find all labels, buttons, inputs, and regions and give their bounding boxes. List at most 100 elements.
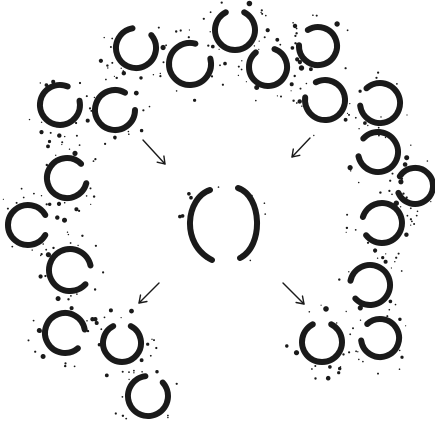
speck-dot (378, 127, 380, 129)
speck-dot (264, 202, 266, 204)
speck-dot (349, 103, 350, 104)
speck-dot (294, 75, 296, 77)
speck-dot (86, 95, 88, 97)
speck-dot (33, 320, 35, 322)
speck-dot (246, 81, 247, 82)
speck-dot (176, 383, 178, 385)
central-split-ring (190, 188, 257, 260)
speck-dot (377, 258, 378, 259)
speck-dot (40, 82, 41, 83)
speck-dot (275, 38, 279, 42)
c-ring (45, 313, 85, 353)
speck-dot (100, 328, 102, 330)
speck-dot (23, 197, 25, 199)
speck-dot (139, 76, 142, 79)
speck-dot (377, 373, 379, 375)
speck-dot (125, 418, 127, 420)
speck-dot (345, 67, 347, 69)
speck-dot (99, 59, 103, 63)
speck-dot (79, 144, 81, 146)
speck-dot (128, 131, 130, 133)
speck-dot (313, 135, 314, 136)
c-ring (49, 249, 91, 291)
speck-dot (128, 371, 130, 373)
speck-dot (346, 214, 348, 216)
speck-dot (355, 350, 357, 352)
speck-dot (293, 24, 297, 28)
center-arc-right (238, 188, 257, 258)
speck-dot (210, 31, 211, 32)
speck-dot (86, 320, 88, 322)
speck-dot (28, 339, 30, 341)
speck-dot (411, 221, 413, 223)
speck-dot (396, 83, 398, 85)
speck-dot (41, 354, 46, 359)
speck-dot (349, 333, 351, 335)
speck-dot (312, 14, 314, 16)
speck-dot (41, 122, 42, 123)
speck-dot (39, 130, 43, 134)
speck-dot (392, 173, 394, 175)
speck-dot (279, 44, 281, 46)
arrow (143, 140, 165, 164)
speck-dot (116, 77, 118, 79)
speck-dot (61, 144, 62, 145)
speck-dot (398, 179, 403, 184)
speck-dot (355, 117, 357, 119)
c-ring (305, 80, 345, 120)
speck-dot (247, 1, 253, 7)
speck-dot (350, 170, 351, 171)
speck-dot (149, 106, 151, 108)
speck-dot (113, 136, 117, 140)
speck-dot (348, 271, 349, 272)
speck-dot (410, 207, 412, 209)
speck-dot (321, 305, 322, 306)
speck-dot (285, 344, 288, 347)
speck-dot (386, 315, 388, 317)
speck-dot (402, 357, 404, 359)
speck-dot (314, 365, 316, 367)
speck-dot (37, 328, 42, 333)
speck-dot (261, 13, 263, 15)
speck-dot (389, 180, 391, 182)
speck-dot (219, 49, 220, 50)
speck-dot (388, 190, 390, 192)
speck-dot (290, 82, 294, 86)
speck-dot (250, 260, 252, 262)
speck-dot (70, 306, 74, 310)
speck-dot (64, 362, 66, 364)
speck-dot (398, 253, 400, 255)
speck-dot (400, 206, 401, 207)
speck-dot (90, 187, 92, 189)
speck-dot (11, 246, 13, 248)
speck-dot (178, 215, 182, 219)
speck-dot (395, 257, 397, 259)
speck-dot (348, 114, 350, 116)
speck-dot (391, 267, 392, 268)
speck-dot (122, 415, 124, 417)
speck-dot (238, 66, 240, 68)
speck-dot (203, 18, 205, 20)
c-ring (116, 28, 156, 68)
speck-dot (34, 351, 36, 353)
speck-dot (42, 243, 44, 245)
speck-dot (358, 182, 360, 184)
arrow (139, 283, 159, 303)
speck-dot (167, 417, 169, 419)
speck-dot (292, 22, 294, 24)
speck-dot (375, 77, 377, 79)
speck-dot (300, 67, 302, 69)
speck-dot (140, 358, 144, 362)
speck-dot (61, 141, 63, 143)
speck-dot (48, 140, 51, 143)
speck-dot (406, 114, 407, 115)
speck-dot (295, 32, 297, 34)
speck-dot (140, 129, 143, 132)
speck-dot (399, 350, 401, 352)
speck-dot (78, 210, 80, 212)
speck-dot (62, 218, 67, 223)
speck-dot (128, 379, 129, 380)
speck-dot (3, 199, 4, 200)
speck-dot (46, 145, 50, 149)
speck-dot (74, 207, 78, 211)
